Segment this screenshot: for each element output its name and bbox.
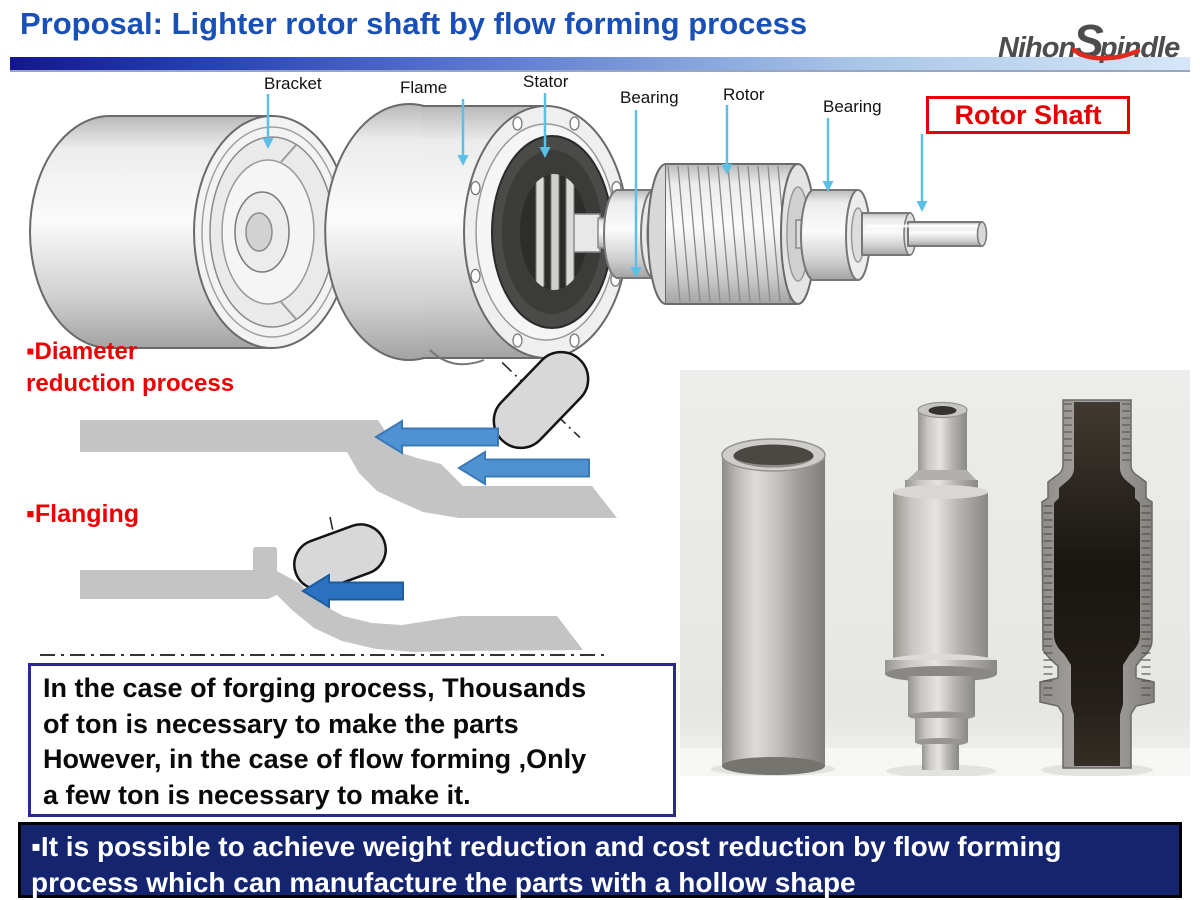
bolt-holes: [470, 116, 622, 348]
label-pointer-arrows: [262, 93, 928, 278]
cross-section-part: [1039, 399, 1155, 769]
flow-formed-parts-photo: [680, 370, 1190, 776]
page-title: Proposal: Lighter rotor shaft by flow fo…: [20, 6, 808, 41]
motor-exploded-drawing: [29, 103, 988, 366]
diameter-reduction-label: ▪Diameter reduction process: [26, 338, 235, 397]
conclusion-banner: ▪It is possible to achieve weight reduct…: [18, 822, 1182, 898]
rotor-ribs: [667, 165, 791, 303]
shaft-drawing: [861, 212, 988, 256]
diameter-reduction-diagram: [80, 350, 617, 518]
down-arrow-icon: [630, 110, 642, 278]
flanging-label: ▪Flanging: [26, 500, 140, 528]
logo-text-nihon: Nihon: [998, 32, 1076, 64]
workpiece-profile: [80, 547, 583, 652]
nihon-spindle-logo: Nihon S pindle: [998, 8, 1188, 67]
logo-swoosh-icon: [1072, 48, 1141, 61]
frame-drawing: [324, 103, 629, 366]
title-divider-bar: [10, 57, 1190, 72]
roller-icon: [492, 350, 590, 450]
down-arrow-icon: [457, 99, 469, 166]
bracket-drawing: [29, 115, 351, 349]
bearing-right-drawing: [795, 189, 871, 281]
left-arrow-icon: [374, 419, 499, 455]
roller-icon: [293, 523, 387, 591]
workpiece-profile: [80, 420, 617, 518]
label-bearing-left: Bearing: [620, 88, 679, 107]
raw-tube-part: [721, 438, 826, 775]
down-arrow-icon: [916, 134, 928, 212]
label-bearing-right: Bearing: [823, 97, 882, 116]
left-arrow-icon: [301, 573, 404, 609]
forging-vs-flow-forming-note: In the case of forging process, Thousand…: [28, 663, 676, 817]
label-flame: Flame: [400, 78, 448, 97]
left-arrow-icon: [457, 450, 590, 486]
stator-windings: [535, 174, 575, 290]
flow-formed-part: [885, 401, 997, 770]
label-stator: Stator: [523, 72, 569, 91]
rotor-drawing: [647, 163, 816, 305]
down-arrow-icon: [721, 105, 733, 175]
down-arrow-icon: [822, 118, 834, 192]
frame-cable: [429, 349, 485, 366]
flanging-diagram: [80, 516, 583, 652]
down-arrow-icon: [262, 94, 274, 149]
down-arrow-icon: [539, 93, 551, 158]
label-rotor: Rotor: [723, 85, 765, 104]
label-bracket: Bracket: [264, 74, 322, 93]
rotor-shaft-callout: Rotor Shaft: [926, 96, 1130, 134]
